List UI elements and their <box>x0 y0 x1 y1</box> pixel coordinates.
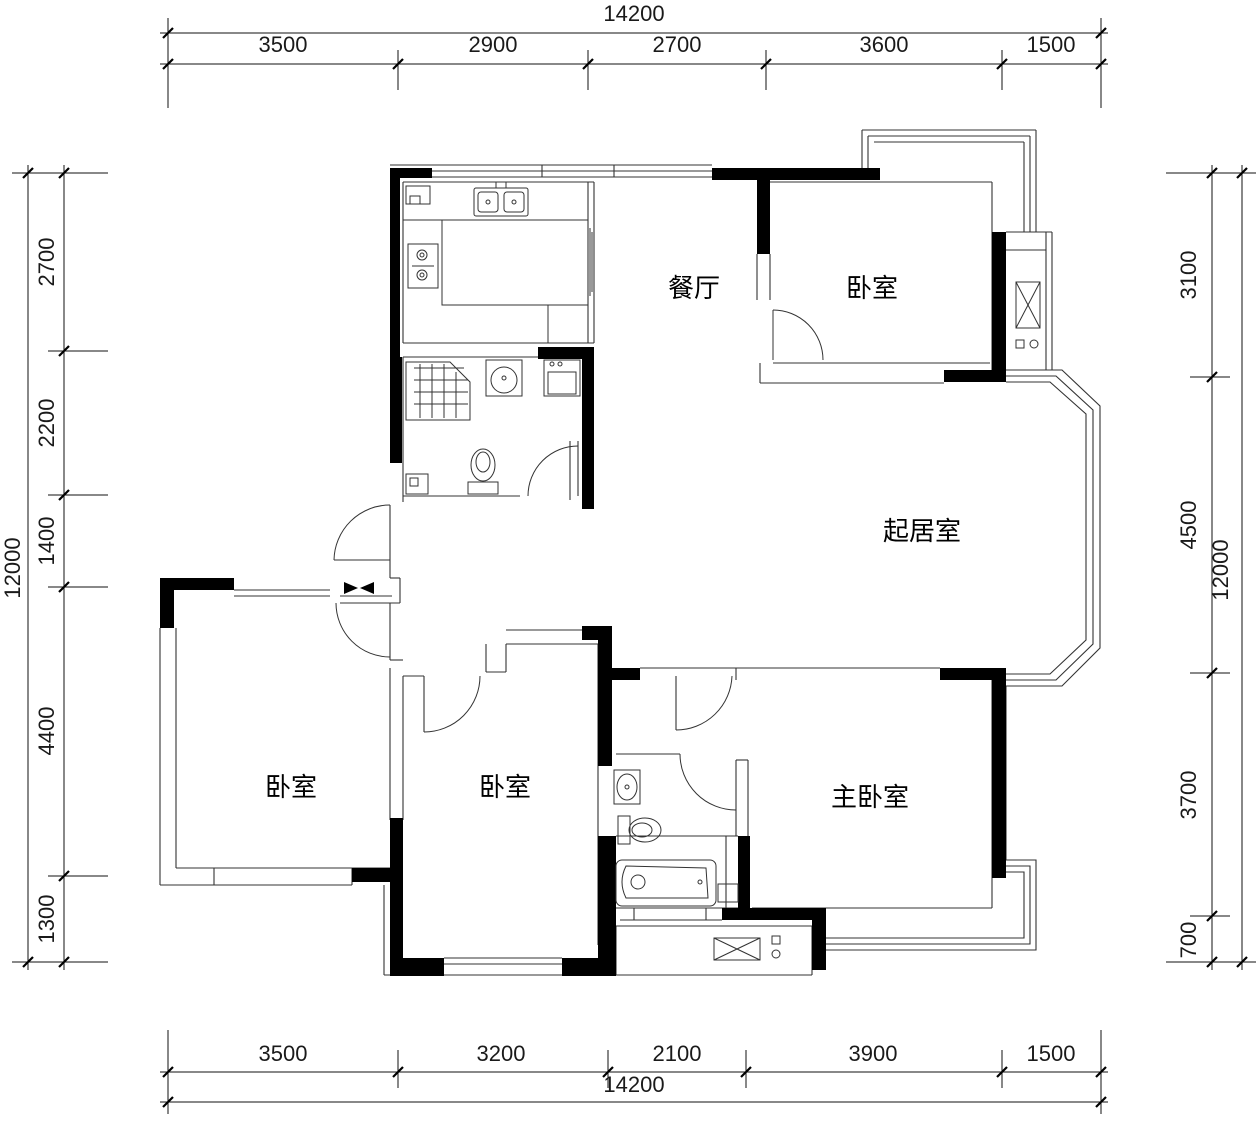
bottom-dimension-lines <box>160 1030 1108 1114</box>
top-dimension-lines <box>160 18 1108 108</box>
bottom-segment-dimension: 2100 <box>653 1041 702 1066</box>
toilet-icon <box>467 448 499 495</box>
floor-drain-icon <box>717 883 739 903</box>
bottom-segment-dimension: 3900 <box>849 1041 898 1066</box>
sliding-door-icon <box>589 228 593 296</box>
top-segment-dimension: 3500 <box>259 32 308 57</box>
top-segment-dimension: 1500 <box>1027 32 1076 57</box>
room-label-dining: 餐厅 <box>668 274 720 304</box>
water-heater-icon <box>1015 281 1041 349</box>
room-label-bedroom-west: 卧室 <box>265 773 317 803</box>
room-label-bedroom-middle: 卧室 <box>479 773 531 803</box>
wash-basin-icon <box>485 359 523 397</box>
right-segment-dimension: 3100 <box>1176 251 1201 300</box>
left-segment-dimension: 2700 <box>34 238 59 287</box>
entry-door-marker <box>344 582 374 594</box>
water-heater-icon <box>713 935 781 961</box>
right-segment-dimension: 700 <box>1176 922 1201 959</box>
room-label-bedroom-north: 卧室 <box>846 274 898 304</box>
bottom-total-dimension: 14200 <box>603 1072 664 1097</box>
toilet-icon <box>617 815 662 845</box>
top-segment-dimension: 2700 <box>653 32 702 57</box>
room-label-master-bedroom: 主卧室 <box>831 783 909 813</box>
room-label-living: 起居室 <box>883 517 961 547</box>
left-total-dimension: 12000 <box>0 537 25 598</box>
solid-walls <box>160 168 1006 976</box>
washing-machine-icon <box>543 359 581 397</box>
left-segment-dimension: 1300 <box>34 895 59 944</box>
left-dimension-lines <box>12 165 108 970</box>
kitchen-counter <box>403 185 589 344</box>
right-total-dimension: 12000 <box>1208 539 1233 600</box>
left-segment-dimension: 4400 <box>34 707 59 756</box>
floor-drain-icon <box>405 473 429 495</box>
door-swings <box>333 309 824 811</box>
right-segment-dimension: 3700 <box>1176 771 1201 820</box>
left-segment-dimension: 2200 <box>34 399 59 448</box>
bottom-segment-dimension: 1500 <box>1027 1041 1076 1066</box>
wash-basin-icon <box>613 769 641 805</box>
bathtub-icon <box>615 859 717 907</box>
shower-icon <box>405 361 471 421</box>
top-total-dimension: 14200 <box>603 1 664 26</box>
left-segment-dimension: 1400 <box>34 517 59 566</box>
gas-stove-icon <box>407 243 439 289</box>
bottom-segment-dimension: 3500 <box>259 1041 308 1066</box>
top-segment-dimension: 3600 <box>860 32 909 57</box>
kitchen-sink-icon <box>473 182 529 217</box>
right-dimension-lines <box>1166 165 1256 970</box>
top-segment-dimension: 2900 <box>469 32 518 57</box>
bottom-segment-dimension: 3200 <box>477 1041 526 1066</box>
wall-outlines <box>159 129 1101 976</box>
right-segment-dimension: 4500 <box>1176 501 1201 550</box>
